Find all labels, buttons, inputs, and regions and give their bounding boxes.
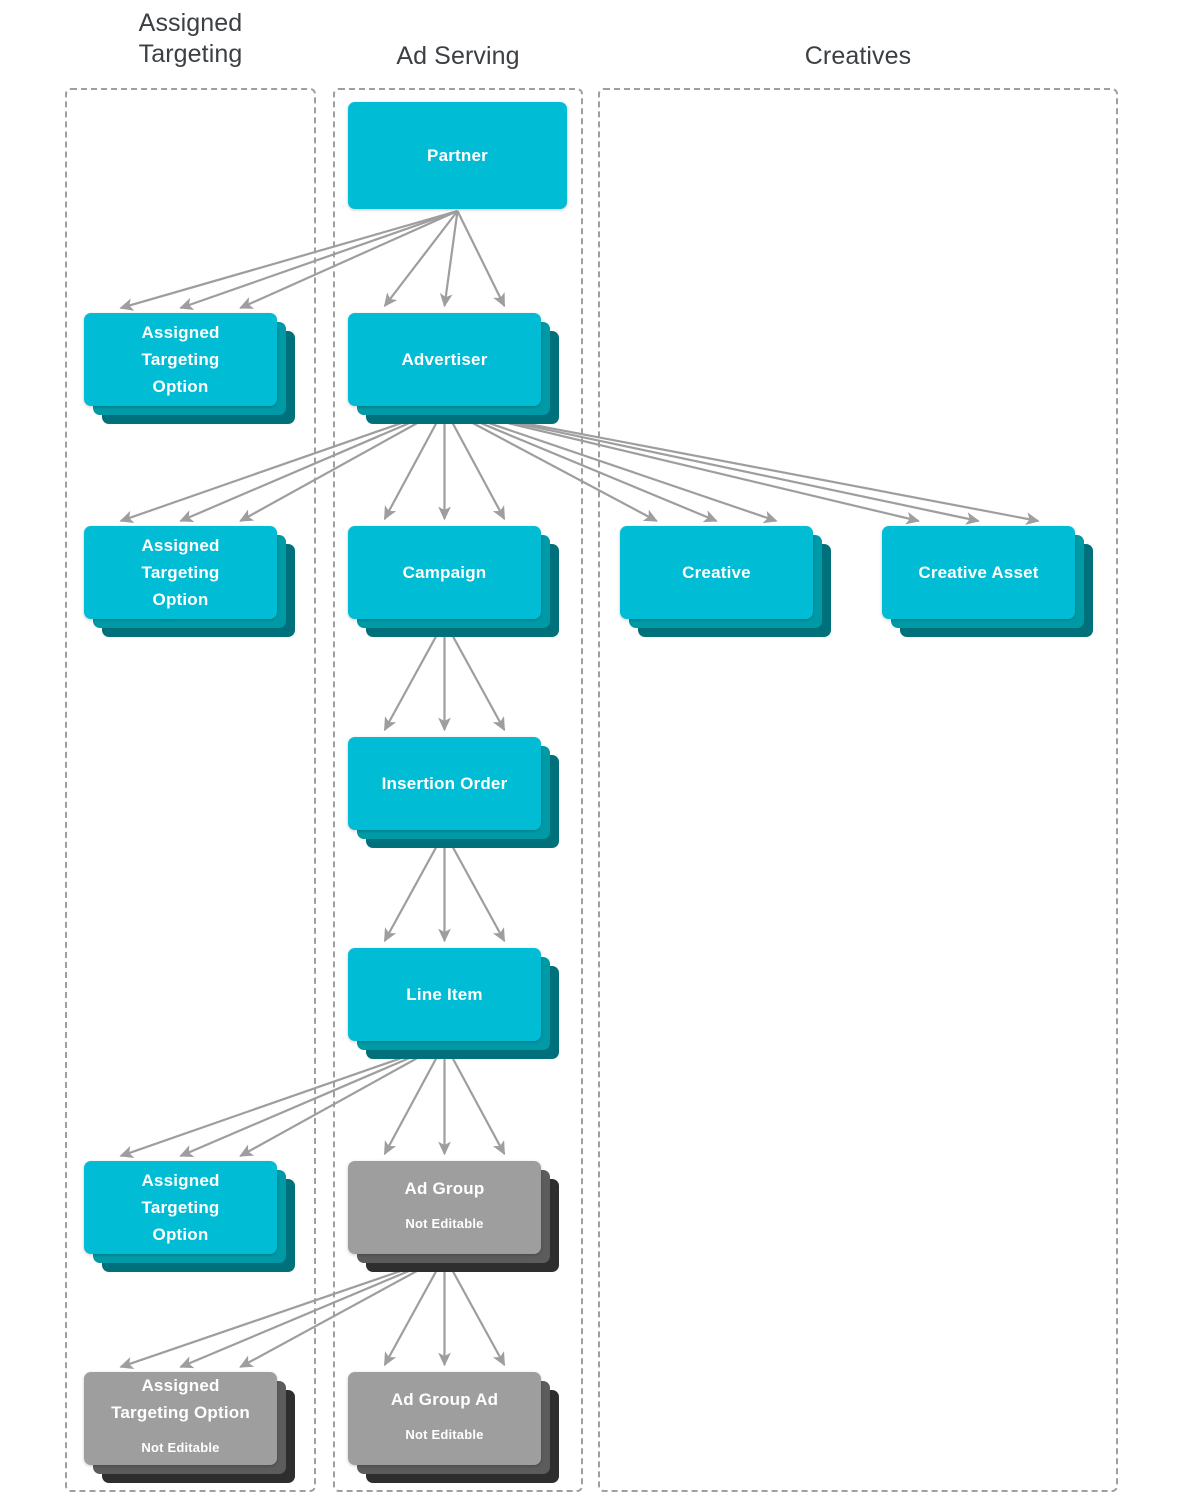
node-title-assigned-targeting-option-ad-group: Assigned Targeting Option: [111, 1376, 250, 1422]
node-title-assigned-targeting-option-line-item: Assigned Targeting Option: [141, 1171, 220, 1244]
node-title-partner: Partner: [427, 146, 488, 165]
node-face-assigned-targeting-option-advertiser[interactable]: Assigned Targeting Option: [84, 526, 277, 619]
node-title-insertion-order: Insertion Order: [381, 774, 508, 793]
node-title-assigned-targeting-option-advertiser: Assigned Targeting Option: [141, 536, 220, 609]
node-face-creative-asset[interactable]: Creative Asset: [882, 526, 1075, 619]
node-creative-asset[interactable]: Creative Asset: [882, 526, 1095, 639]
node-badge-ad-group: Not Editable: [405, 1215, 484, 1231]
node-face-campaign[interactable]: Campaign: [348, 526, 541, 619]
node-title-creative-asset: Creative Asset: [918, 563, 1039, 582]
node-title-campaign: Campaign: [402, 563, 487, 582]
node-title-line-item: Line Item: [406, 985, 483, 1004]
group-box-creatives: [598, 88, 1118, 1492]
node-creative[interactable]: Creative: [620, 526, 833, 639]
node-face-insertion-order[interactable]: Insertion Order: [348, 737, 541, 830]
node-face-advertiser[interactable]: Advertiser: [348, 313, 541, 406]
node-face-line-item[interactable]: Line Item: [348, 948, 541, 1041]
node-face-assigned-targeting-option-partner[interactable]: Assigned Targeting Option: [84, 313, 277, 406]
node-advertiser[interactable]: Advertiser: [348, 313, 561, 426]
node-campaign[interactable]: Campaign: [348, 526, 561, 639]
node-ad-group-ad[interactable]: Ad Group Ad Not Editable: [348, 1372, 561, 1485]
node-assigned-targeting-option-advertiser[interactable]: Assigned Targeting Option: [84, 526, 297, 639]
node-title-ad-group-ad: Ad Group Ad: [390, 1389, 499, 1409]
column-header-creatives: Creatives: [804, 42, 912, 70]
node-title-advertiser: Advertiser: [401, 350, 488, 369]
node-partner[interactable]: Partner: [348, 102, 587, 229]
column-header-ad-serving: Ad Serving: [396, 42, 520, 70]
node-title-creative: Creative: [682, 563, 751, 582]
node-face-assigned-targeting-option-line-item[interactable]: Assigned Targeting Option: [84, 1161, 277, 1254]
node-badge-ad-group-ad: Not Editable: [405, 1426, 484, 1442]
node-assigned-targeting-option-partner[interactable]: Assigned Targeting Option: [84, 313, 297, 426]
group-box-assigned-targeting: [65, 88, 316, 1492]
node-insertion-order[interactable]: Insertion Order: [348, 737, 561, 850]
node-title-assigned-targeting-option-partner: Assigned Targeting Option: [141, 323, 220, 396]
node-assigned-targeting-option-line-item[interactable]: Assigned Targeting Option: [84, 1161, 297, 1274]
group-box-ad-serving: [333, 88, 583, 1492]
column-header-assigned-targeting: Assigned Targeting: [138, 9, 243, 68]
node-badge-assigned-targeting-option-ad-group: Not Editable: [141, 1440, 220, 1455]
node-face-partner[interactable]: Partner: [348, 102, 567, 209]
node-title-ad-group: Ad Group: [404, 1178, 485, 1198]
node-face-ad-group-ad[interactable]: Ad Group Ad Not Editable: [348, 1372, 541, 1465]
node-face-creative[interactable]: Creative: [620, 526, 813, 619]
node-line-item[interactable]: Line Item: [348, 948, 561, 1061]
